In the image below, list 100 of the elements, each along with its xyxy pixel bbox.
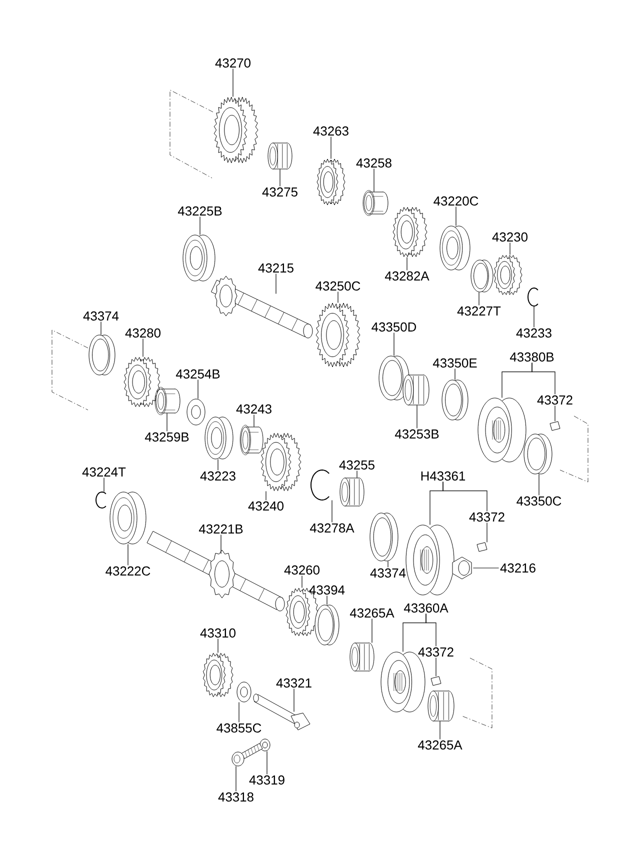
leader-line [220,534,222,554]
part-number: 43282A [384,271,430,281]
part-number: 43265A [418,740,462,750]
part-number: 43319 [249,775,284,785]
part-number: 43374 [370,568,406,578]
part-number: 43233 [516,328,552,338]
part-number: 43394 [309,585,345,595]
synchronizer-hub-drawing [406,524,454,596]
bushing-drawing [240,424,264,456]
snap-ring-drawing [310,470,330,500]
leader-line [326,596,328,606]
part-number: 43350C [516,496,562,506]
part-number: 43278A [310,523,354,533]
leader-line [100,322,102,336]
part-number: 43259B [144,432,189,442]
part-number: 43318 [218,792,254,802]
part-number: 43224T [82,467,126,477]
part-number: 43275 [262,187,298,197]
part-number: 43350E [432,358,477,368]
key-drawing [476,542,488,552]
leader-line [142,338,144,358]
part-number: H43361 [421,471,466,481]
part-number: 43216 [500,563,536,573]
part-number: 43220C [434,196,478,206]
ring-drawing [370,512,398,562]
needle-bearing-drawing [350,642,374,672]
key-drawing [550,421,560,431]
needle-bearing-drawing [340,478,364,506]
part-number: 43215 [258,263,294,273]
part-number: 43263 [313,126,348,136]
snap-ring-drawing [528,288,538,306]
part-number: 43222C [106,566,150,576]
nut-drawing [452,556,472,580]
bolt-drawing [232,743,263,766]
ring-drawing [470,260,494,292]
bracket-line [426,614,436,647]
part-number: 43253B [394,429,439,439]
part-number: 43225B [178,206,222,216]
gear-drawing [124,357,160,407]
leader-line [478,292,480,306]
part-number: 43265A [350,608,394,618]
bearing-drawing [204,416,234,460]
part-number: 43372 [469,512,504,522]
leader-line [330,136,332,160]
part-number: 43258 [356,158,392,168]
ring-drawing [88,334,116,376]
leader-line [406,256,408,271]
bracket-line [442,482,488,512]
gear-drawing [316,158,346,206]
part-number: 43360A [404,603,448,613]
leader-line [238,702,240,723]
bearing-drawing [182,234,216,282]
leader-line [166,412,168,432]
leader-line [538,474,540,496]
ring-drawing [314,604,340,646]
leader-line [416,404,418,429]
part-number: 43260 [284,565,320,575]
leader-line [486,522,488,543]
part-number: 43372 [537,395,572,405]
gear-drawing [214,96,258,164]
ring-drawing [442,380,468,420]
part-number: 43254B [176,369,220,379]
part-number: 43380B [510,352,554,362]
part-number: 43221B [198,524,243,534]
part-number: 43855C [216,723,262,733]
gear-drawing [392,207,428,257]
key-drawing [430,676,442,686]
leader-line [266,750,268,775]
part-number: 43321 [276,678,312,688]
part-number: 43310 [200,628,236,638]
gear-drawing [316,302,360,368]
bracket-line [532,362,556,395]
ring-drawing [524,434,552,474]
part-number: 43230 [492,232,528,242]
leader-line [554,406,556,422]
bearing-drawing [440,226,470,270]
leader-line [232,68,234,98]
needle-bearing-drawing [402,374,430,406]
bushing-drawing [362,190,388,216]
part-number: 43372 [418,647,454,657]
part-number: 43243 [236,404,272,414]
part-number: 43255 [339,460,374,470]
leader-line [356,470,358,478]
needle-bearing-drawing [428,690,454,722]
part-number: 43280 [125,328,160,338]
bushing-drawing [154,387,180,415]
gear-drawing [260,432,302,492]
leader-line [454,368,456,380]
gear-drawing [202,652,234,698]
part-number: 43240 [248,501,284,511]
part-number: 43227T [457,306,501,316]
needle-bearing-drawing [268,142,292,170]
bearing-drawing [110,492,146,544]
shaft-drawing [210,276,313,338]
part-number: 43350D [372,322,416,332]
snap-ring-drawing [96,492,106,508]
part-number: 43374 [83,311,119,321]
part-number: 43250C [316,281,360,291]
synchronizer-hub-drawing [478,398,526,462]
gear-drawing [494,255,522,295]
